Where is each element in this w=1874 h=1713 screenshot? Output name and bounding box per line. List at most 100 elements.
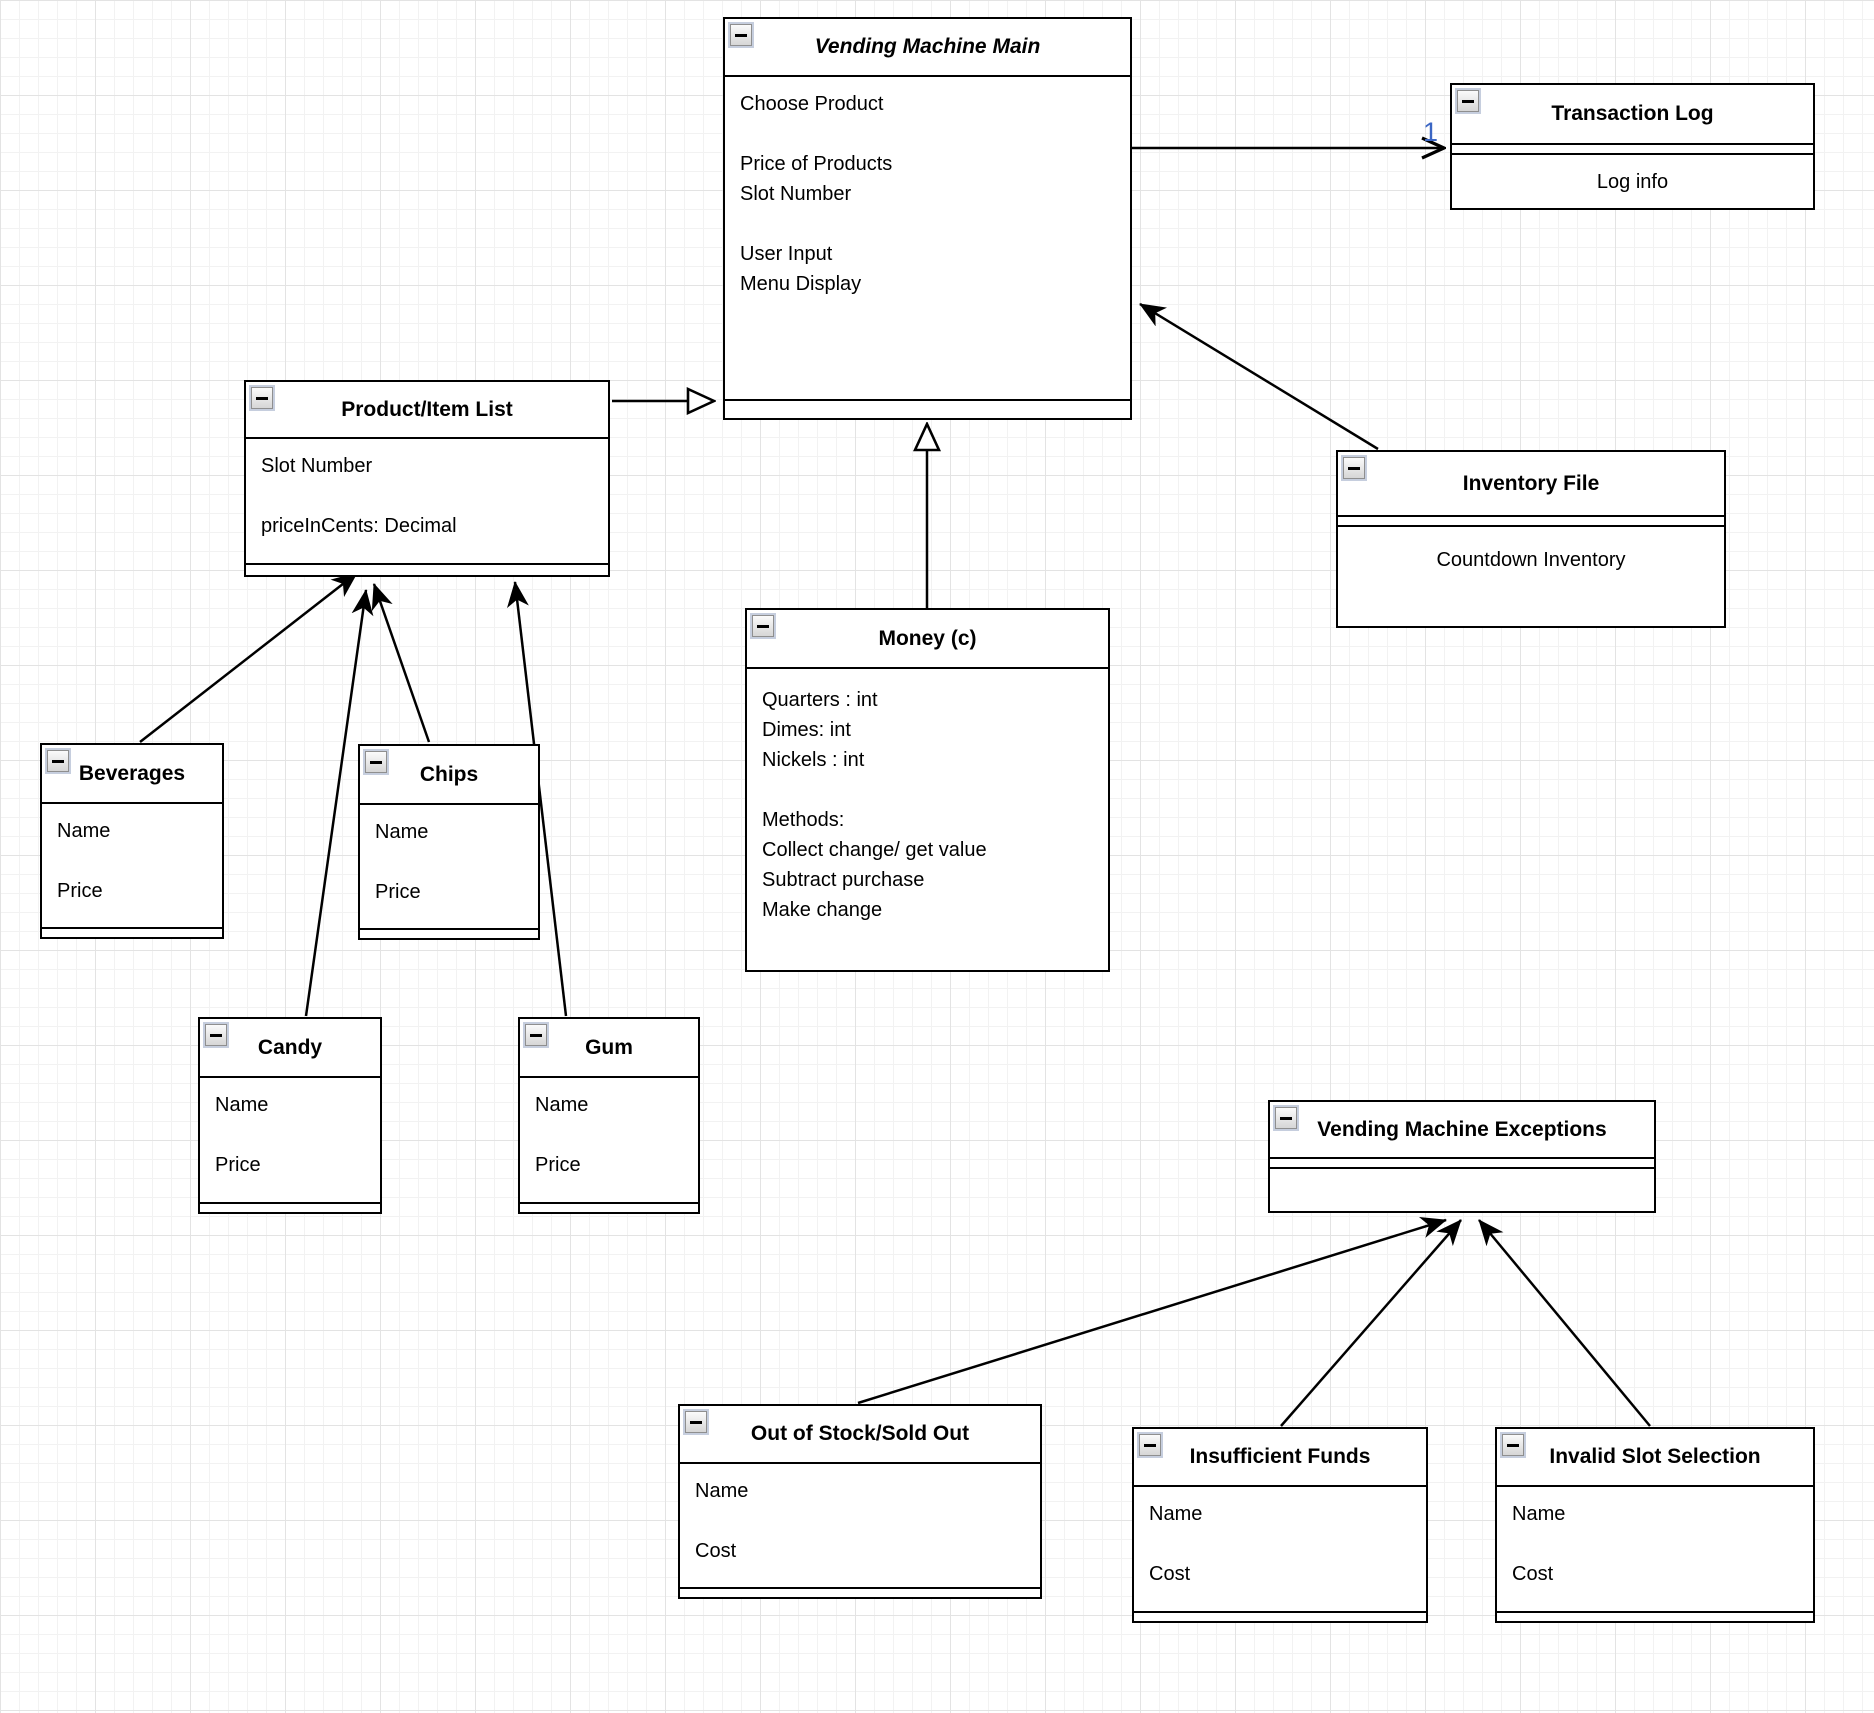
class-title: Beverages <box>42 745 222 804</box>
minus-glyph <box>1507 1443 1519 1447</box>
class-money[interactable]: Money (c) Quarters : int Dimes: int Nick… <box>745 608 1110 972</box>
minus-glyph <box>256 396 268 400</box>
attribute-line: Price <box>215 1154 261 1176</box>
class-title: Gum <box>520 1019 698 1078</box>
attribute-line: Cost <box>1149 1563 1191 1585</box>
class-attributes: Choose Product Price of Products Slot Nu… <box>725 77 1130 399</box>
class-title: Invalid Slot Selection <box>1497 1429 1813 1487</box>
attribute-line: Nickels : int <box>762 749 865 771</box>
attribute-line: Choose Product <box>740 93 884 115</box>
collapse-minus-icon[interactable] <box>1341 455 1367 481</box>
collapse-minus-icon[interactable] <box>249 385 275 411</box>
class-attributes: Name Price <box>360 805 538 928</box>
attribute-line: Name <box>695 1480 749 1502</box>
minus-glyph <box>530 1033 542 1037</box>
minus-glyph <box>1144 1443 1156 1447</box>
attributes-compartment <box>1270 1159 1654 1169</box>
collapse-minus-icon[interactable] <box>683 1409 709 1435</box>
multiplicity-label: 1 <box>1423 117 1438 147</box>
attribute-line: Cost <box>695 1540 737 1562</box>
class-candy[interactable]: Candy Name Price <box>198 1017 382 1214</box>
minus-glyph <box>1462 99 1474 103</box>
attributes-compartment <box>1452 145 1813 155</box>
collapse-minus-icon[interactable] <box>1455 88 1481 114</box>
attributes-compartment <box>1338 517 1724 527</box>
class-attributes: Quarters : int Dimes: int Nickels : int … <box>747 669 1108 970</box>
class-vending-machine-main[interactable]: Vending Machine Main Choose Product Pric… <box>723 17 1132 420</box>
collapse-minus-icon[interactable] <box>1137 1432 1163 1458</box>
edge-candy-to-product-list[interactable] <box>304 589 374 1017</box>
minus-glyph <box>370 760 382 764</box>
collapse-minus-icon[interactable] <box>45 748 71 774</box>
collapse-minus-icon[interactable] <box>523 1022 549 1048</box>
attribute-line <box>535 1120 698 1150</box>
attribute-line: Name <box>57 820 111 842</box>
minus-glyph <box>1280 1116 1292 1120</box>
collapse-minus-icon[interactable] <box>1500 1432 1526 1458</box>
methods-compartment <box>520 1202 698 1212</box>
class-product-item-list[interactable]: Product/Item List Slot Number priceInCen… <box>244 380 610 577</box>
class-attributes: Name Cost <box>680 1464 1040 1587</box>
attribute-line: Name <box>535 1094 589 1116</box>
collapse-minus-icon[interactable] <box>728 22 754 48</box>
class-attributes: Name Price <box>42 804 222 927</box>
methods-compartment <box>246 563 608 575</box>
class-attributes: Name Price <box>520 1078 698 1202</box>
class-gum[interactable]: Gum Name Price <box>518 1017 700 1214</box>
class-attributes: Name Cost <box>1497 1487 1813 1611</box>
attribute-line: Methods: <box>762 809 845 831</box>
edge-chips-to-product-list[interactable] <box>371 583 431 743</box>
attribute-line: priceInCents: Decimal <box>261 515 457 537</box>
attribute-line: Name <box>215 1094 269 1116</box>
class-title: Vending Machine Exceptions <box>1270 1102 1654 1159</box>
body-line: Log info <box>1596 170 1669 193</box>
attribute-line <box>57 846 222 876</box>
methods-compartment <box>725 399 1130 418</box>
class-title: Insufficient Funds <box>1134 1429 1426 1487</box>
class-inventory-file[interactable]: Inventory File Countdown Inventory <box>1336 450 1726 628</box>
attribute-line: Price <box>535 1154 581 1176</box>
edge-beverages-to-product-list[interactable] <box>139 572 358 743</box>
class-title: Product/Item List <box>246 382 608 439</box>
methods-compartment <box>1134 1611 1426 1621</box>
attribute-line: Collect change/ get value <box>762 839 987 861</box>
class-title: Inventory File <box>1338 452 1724 517</box>
class-invalid-slot-selection[interactable]: Invalid Slot Selection Name Cost <box>1495 1427 1815 1623</box>
class-attributes: Slot Number priceInCents: Decimal <box>246 439 608 563</box>
attribute-line <box>261 481 608 511</box>
minus-glyph <box>52 759 64 763</box>
collapse-minus-icon[interactable] <box>203 1022 229 1048</box>
attribute-line: User Input <box>740 243 833 265</box>
edge-inventory-file-to-main[interactable] <box>1139 302 1379 451</box>
body-line: Countdown Inventory <box>1436 549 1626 571</box>
class-insufficient-funds[interactable]: Insufficient Funds Name Cost <box>1132 1427 1428 1623</box>
edge-gum-to-product-list[interactable] <box>506 581 568 1017</box>
methods-compartment <box>680 1587 1040 1597</box>
collapse-minus-icon[interactable] <box>363 749 389 775</box>
attribute-line: Name <box>1149 1503 1203 1525</box>
attribute-line <box>740 209 1130 239</box>
class-title: Candy <box>200 1019 380 1078</box>
collapse-minus-icon[interactable] <box>1273 1105 1299 1131</box>
class-out-of-stock[interactable]: Out of Stock/Sold Out Name Cost <box>678 1404 1042 1599</box>
class-beverages[interactable]: Beverages Name Price <box>40 743 224 939</box>
attribute-line: Quarters : int <box>762 689 878 711</box>
class-vending-machine-exceptions[interactable]: Vending Machine Exceptions <box>1268 1100 1656 1213</box>
attribute-line: Dimes: int <box>762 719 851 741</box>
class-transaction-log[interactable]: Transaction Log Log info <box>1450 83 1815 210</box>
edge-insufficient-funds-to-exceptions[interactable] <box>1280 1219 1462 1427</box>
class-title: Chips <box>360 746 538 805</box>
edge-invalid-slot-to-exceptions[interactable] <box>1478 1219 1651 1427</box>
class-attributes: Name Cost <box>1134 1487 1426 1611</box>
class-chips[interactable]: Chips Name Price <box>358 744 540 940</box>
class-body <box>1270 1169 1654 1211</box>
attribute-line: Name <box>1512 1503 1566 1525</box>
attribute-line <box>1512 1529 1813 1559</box>
edge-out-of-stock-to-exceptions[interactable] <box>857 1216 1447 1405</box>
attribute-line: Cost <box>1512 1563 1554 1585</box>
collapse-minus-icon[interactable] <box>750 613 776 639</box>
methods-compartment <box>42 927 222 937</box>
attribute-line <box>695 1506 1040 1536</box>
